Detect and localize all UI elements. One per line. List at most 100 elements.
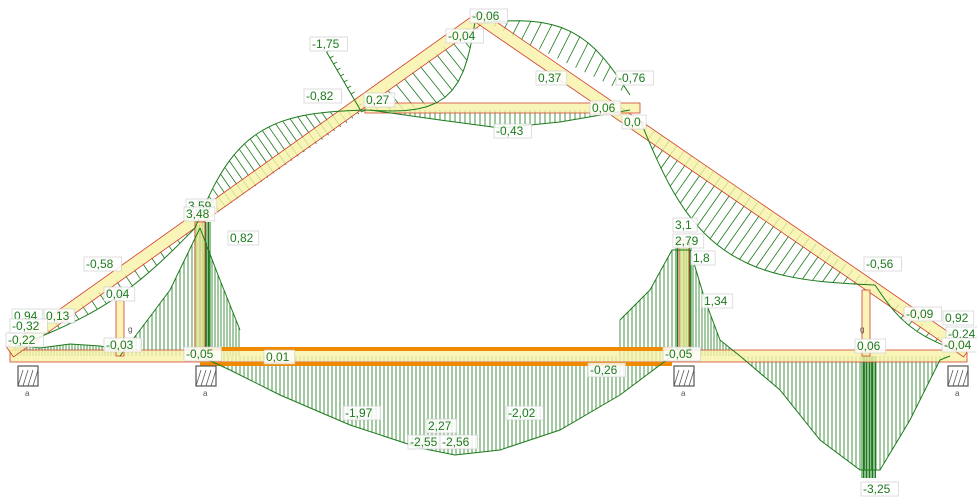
value-label-text: 0,13 (46, 309, 70, 323)
left-rafter-top-hatch (435, 53, 459, 82)
support-hatch (17, 369, 24, 387)
left-rafter-top-outline (364, 21, 476, 112)
value-label: -2,55 (407, 434, 446, 450)
value-label: -1,75 (309, 36, 348, 52)
value-label: 0,82 (227, 230, 260, 246)
value-label: 2,79 (672, 233, 705, 249)
right-rafter-top-hatch (566, 36, 581, 64)
value-label-text: -0,09 (906, 307, 934, 321)
support-hatch (32, 369, 39, 387)
value-label: -0,56 (863, 256, 902, 272)
right-outer-span (743, 356, 949, 470)
value-label: -2,02 (505, 405, 544, 421)
value-label: 0,0 (621, 114, 647, 130)
value-label-text: -0,04 (944, 338, 972, 352)
left-rafter-top-hatch (427, 59, 453, 91)
value-label: 1,8 (690, 250, 716, 266)
value-label: -0,04 (941, 337, 977, 353)
value-label: -0,05 (183, 346, 222, 362)
value-label-box (903, 306, 942, 322)
left-rafter (5, 12, 485, 358)
value-label-text: -1,75 (312, 37, 340, 51)
value-label-text: 3,1 (675, 218, 692, 232)
value-label-box (445, 28, 484, 44)
support-glyph: a (203, 389, 208, 398)
value-label: -0,05 (662, 346, 701, 362)
left-knee-hatch (340, 73, 345, 77)
value-label-box (309, 36, 348, 52)
value-label-text: -3,25 (863, 482, 891, 496)
value-label-box (860, 481, 899, 497)
left-rafter-top-hatch (411, 72, 437, 103)
value-label: -0,04 (445, 28, 484, 44)
value-label-text: 0,06 (592, 101, 616, 115)
right-rafter-top-hatch (620, 85, 624, 91)
support-hatch (673, 369, 680, 387)
right-rafter-top-hatch (548, 27, 563, 55)
value-label-text: -0,05 (186, 347, 214, 361)
value-label: 0,06 (589, 100, 622, 116)
value-label: 3,48 (183, 206, 216, 222)
right-rafter-top-hatch (593, 57, 604, 77)
right-rafter-top-hatch (539, 24, 553, 50)
value-label: -0,82 (303, 88, 342, 104)
value-label: 0,01 (263, 349, 296, 365)
value-label-box (535, 70, 568, 86)
support-hatch (688, 369, 695, 387)
value-label-text: -0,76 (618, 71, 646, 85)
value-label-box (672, 233, 705, 249)
support-hatch (962, 369, 969, 387)
support-hatch (947, 369, 954, 387)
value-label-text: -2,02 (508, 406, 536, 420)
value-label-box (941, 337, 977, 353)
left-knee-hatch (333, 61, 338, 65)
left-rafter-top-hatch (419, 65, 446, 98)
value-label-text: -0,24 (948, 327, 976, 341)
left-support-hog-b-outline (199, 227, 241, 331)
support-hatch (205, 369, 212, 387)
value-label-box (439, 434, 478, 450)
left-rafter-top-hatch (403, 78, 428, 107)
node-glyph-2: g (860, 325, 864, 334)
value-label-box (587, 362, 626, 378)
left-knee-hatch (347, 85, 352, 89)
value-label-text: 2,27 (428, 419, 452, 433)
value-label-box (227, 230, 260, 246)
right-support-hog-b-outline (689, 249, 741, 357)
support-hatch (195, 369, 202, 387)
support-hatch (27, 369, 34, 387)
value-label-text: -2,56 (442, 435, 470, 449)
value-label-text: -1,97 (345, 406, 373, 420)
value-label: 0,37 (535, 70, 568, 86)
right-rafter-top-hatch (520, 21, 532, 41)
value-label-text: 0,04 (106, 287, 130, 301)
support-hatch (22, 369, 29, 387)
support-hatch (210, 369, 217, 387)
support-2: a (195, 365, 217, 398)
value-label: 0,06 (854, 338, 887, 354)
value-label: 3,1 (672, 217, 698, 233)
value-label-box (493, 123, 532, 139)
value-label-box (505, 405, 544, 421)
right-inner-post (678, 239, 690, 357)
value-label: -3,25 (860, 481, 899, 497)
value-label-box (43, 308, 76, 324)
value-label-text: 0,01 (266, 350, 290, 364)
value-label-text: 0,37 (538, 71, 562, 85)
structural-members (5, 12, 971, 366)
support-glyph: a (25, 389, 30, 398)
value-label-text: 0,82 (230, 231, 254, 245)
value-label-box (863, 256, 902, 272)
left-rafter-mid-outline (194, 109, 366, 229)
value-label: -0,58 (83, 256, 122, 272)
value-label-box (690, 250, 716, 266)
value-label-text: -0,22 (8, 333, 36, 347)
right-rafter-top (493, 20, 624, 91)
support-glyph: a (955, 389, 960, 398)
value-label-box (83, 256, 122, 272)
support-1: a (17, 365, 39, 398)
bottom-chord (9, 349, 968, 363)
value-label-box (589, 100, 622, 116)
